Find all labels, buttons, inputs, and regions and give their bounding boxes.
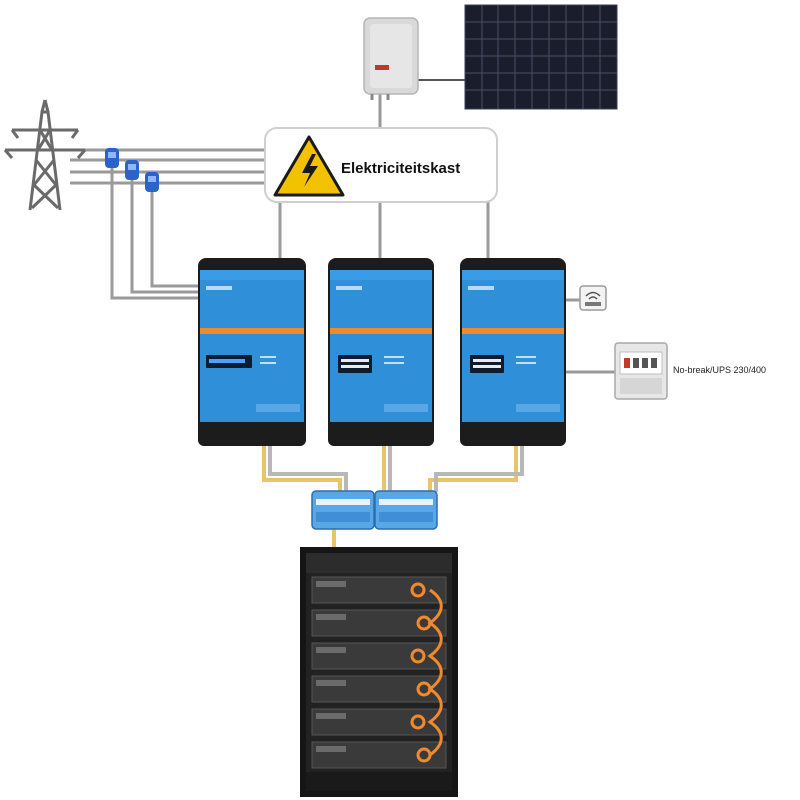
battery-module <box>311 642 447 670</box>
dc-cables <box>262 445 524 550</box>
battery-cabinet <box>300 547 458 797</box>
inverter-charger-2 <box>328 258 434 446</box>
battery-module <box>311 708 447 736</box>
current-clamp-icon <box>125 160 139 180</box>
distribution-box-label: Elektriciteitskast <box>341 160 460 177</box>
battery-link-cables <box>427 588 443 757</box>
backup-panel-label: No-break/UPS 230/400 <box>673 365 766 375</box>
power-pylon-icon <box>3 99 87 211</box>
current-clamp-icon <box>145 172 159 192</box>
dc-busbars <box>311 490 438 530</box>
ac-wiring <box>70 92 615 374</box>
ct-clamps <box>105 148 159 192</box>
high-voltage-warning-icon <box>273 135 345 197</box>
battery-module <box>311 675 447 703</box>
solar-panel <box>464 4 618 110</box>
battery-module <box>311 609 447 637</box>
battery-modules <box>311 576 447 769</box>
distribution-box: Elektriciteitskast <box>264 127 498 203</box>
inverter-charger-3 <box>460 258 566 446</box>
backup-panel: No-break/UPS 230/400 <box>614 342 766 400</box>
battery-module <box>311 741 447 769</box>
battery-module <box>311 576 447 604</box>
pv-inverter <box>363 17 419 100</box>
inverter-charger-1 <box>198 258 306 446</box>
gx-router-icon <box>579 285 607 311</box>
current-clamp-icon <box>105 148 119 168</box>
